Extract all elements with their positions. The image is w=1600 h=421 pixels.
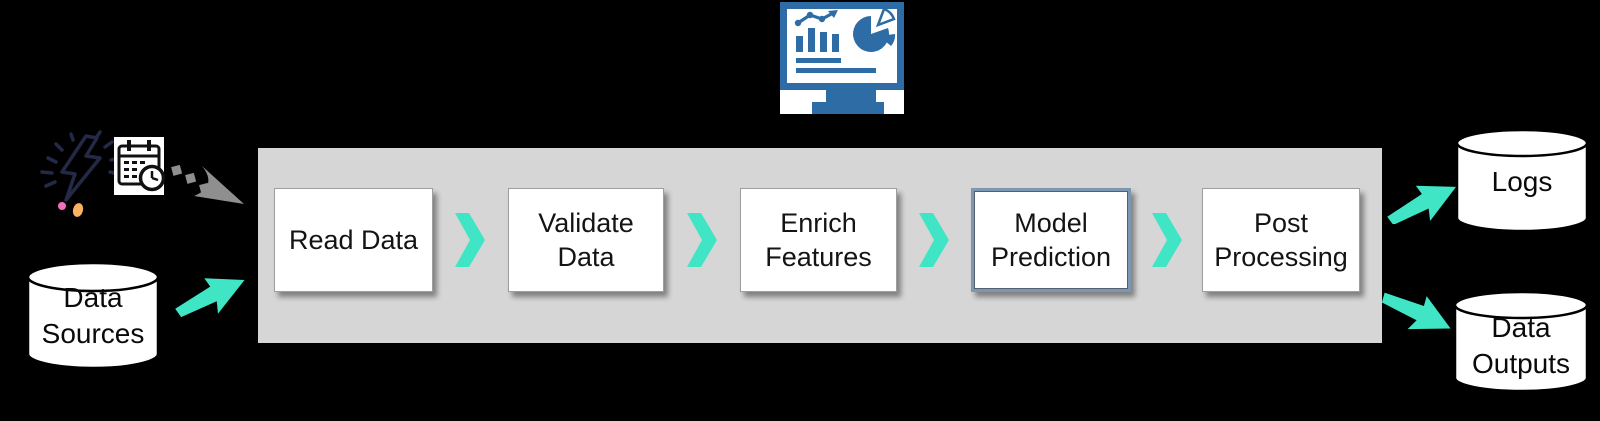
lightning-spark-icon <box>40 130 122 217</box>
data-sources-cylinder <box>26 261 160 370</box>
stage-validate-data: Validate Data <box>508 188 664 292</box>
stage-post-processing: Post Processing <box>1202 188 1360 292</box>
logs-label: Logs <box>1491 166 1553 197</box>
chevron-right-icon <box>687 213 717 267</box>
data-outputs-cylinder <box>1453 290 1589 393</box>
stage-label: Read Data <box>288 225 419 255</box>
stage-read-data: Read Data <box>274 188 433 292</box>
calendar-clock-icon <box>114 137 166 195</box>
stage-label: Enrich Features <box>765 208 872 272</box>
stage-model-prediction: Model Prediction <box>971 188 1131 292</box>
arrow-to-outputs-icon <box>1382 292 1451 330</box>
stage-label: Post Processing <box>1214 208 1348 272</box>
chevron-right-icon <box>1152 213 1182 267</box>
chevron-right-icon <box>919 213 949 267</box>
arrow-input-icon <box>175 278 245 318</box>
data-sources-label: Data Sources <box>41 282 145 349</box>
arrow-to-logs-icon <box>1387 185 1457 224</box>
stage-label: Validate Data <box>538 208 634 272</box>
data-outputs-label: Data Outputs <box>1471 312 1571 379</box>
chevron-right-icon <box>455 213 485 267</box>
monitor-dashboard-icon <box>780 2 904 114</box>
stage-label: Model Prediction <box>990 208 1112 272</box>
logs-cylinder <box>1455 128 1589 233</box>
stage-enrich-features: Enrich Features <box>740 188 897 292</box>
dashed-arrow-icon <box>171 164 244 204</box>
